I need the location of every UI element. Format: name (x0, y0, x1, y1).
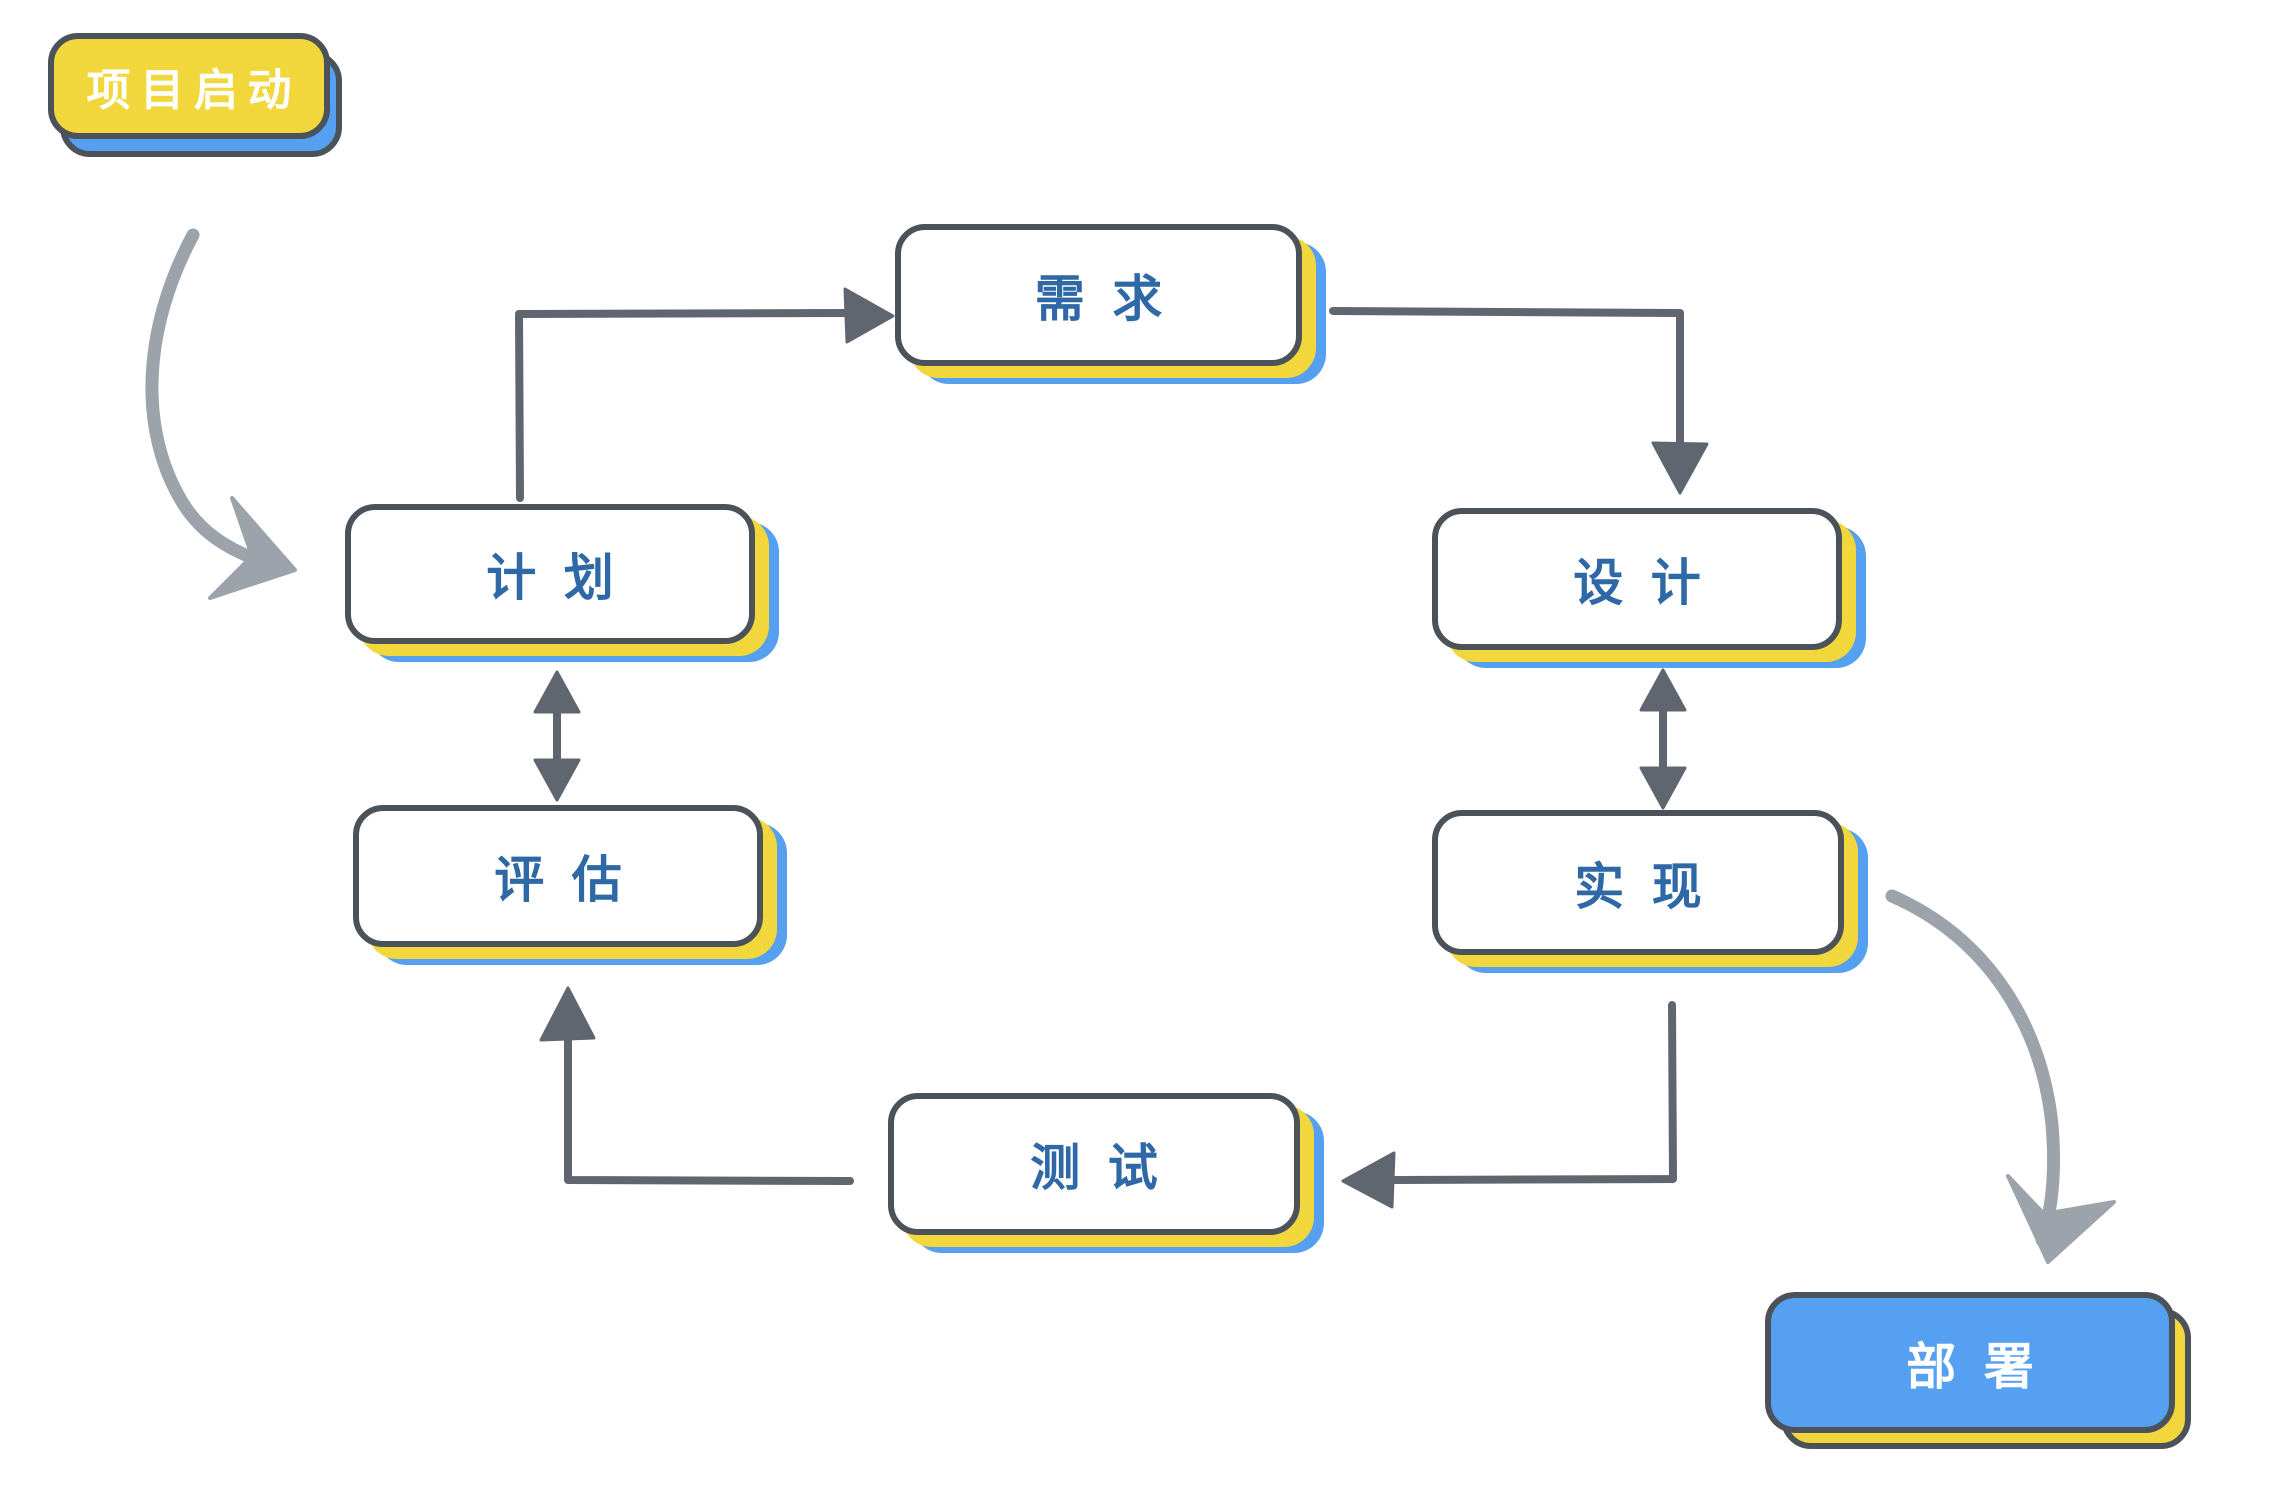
node-evaluate: 评估 (353, 805, 787, 965)
arrow-implement-to-test (1341, 1001, 1677, 1209)
node-face: 评估 (353, 805, 763, 947)
node-label: 设计 (1573, 554, 1729, 612)
node-face: 测试 (888, 1093, 1300, 1235)
node-face: 设计 (1432, 508, 1842, 650)
arrow-design-implement-twoway (1639, 668, 1687, 810)
node-label: 部署 (1906, 1337, 2062, 1396)
node-deploy: 部署 (1765, 1292, 2191, 1449)
node-design: 设计 (1432, 508, 1866, 668)
node-label: 项目启动 (86, 65, 302, 116)
node-implement: 实现 (1432, 810, 1868, 973)
node-requirements: 需求 (895, 224, 1326, 384)
arrow-plan-to-requirements (515, 287, 895, 502)
arrow-test-to-evaluate (539, 986, 854, 1185)
node-face: 部署 (1765, 1292, 2175, 1433)
arrow-plan-evaluate-twoway (533, 670, 581, 802)
arrow-requirements-to-design (1329, 307, 1709, 495)
node-project-start: 项目启动 (48, 33, 342, 157)
node-label: 需求 (1034, 270, 1190, 328)
node-label: 评估 (494, 851, 650, 909)
node-test: 测试 (888, 1093, 1324, 1253)
node-face: 计划 (345, 504, 755, 644)
node-face: 实现 (1432, 810, 1844, 955)
node-face: 需求 (895, 224, 1302, 366)
node-label: 计划 (486, 549, 642, 607)
node-face: 项目启动 (48, 33, 330, 139)
arrow-implement-to-deploy (1885, 889, 2116, 1264)
node-label: 测试 (1030, 1139, 1186, 1197)
node-label: 实现 (1574, 857, 1730, 916)
arrow-start-to-plan (145, 228, 297, 600)
node-plan: 计划 (345, 504, 779, 662)
